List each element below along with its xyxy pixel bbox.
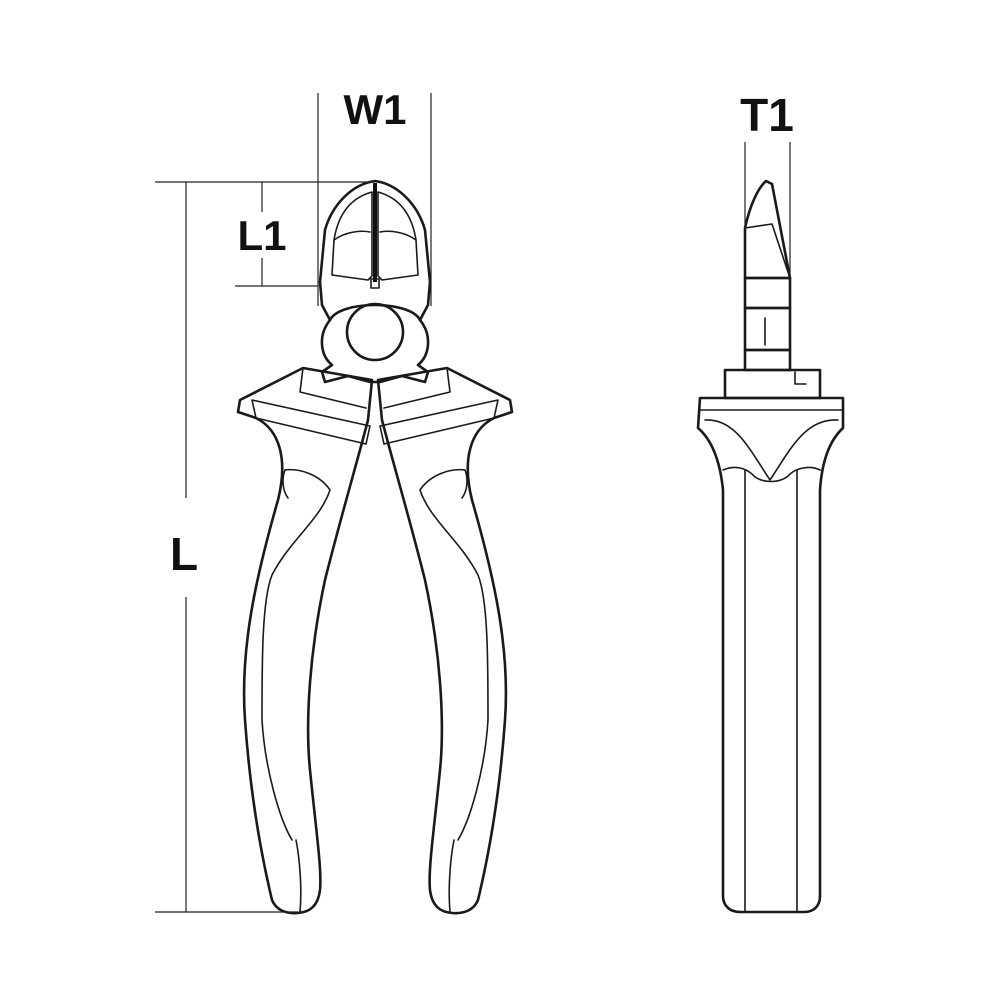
w1-label: W1: [344, 86, 407, 133]
pliers-front-view: [236, 179, 514, 915]
side-guard-inner: [704, 419, 839, 481]
pivot-body: [320, 303, 430, 384]
l-label: L: [170, 528, 198, 580]
jaw-opening-right: [377, 191, 419, 281]
l1-label: L1: [237, 212, 286, 259]
side-grip-curve: [722, 466, 821, 483]
side-neck-3: [743, 348, 792, 372]
pivot-rivet: [345, 302, 405, 362]
right-handle-grip: [419, 468, 489, 841]
left-handle-inner: [295, 839, 302, 913]
edge-tip: [370, 278, 380, 289]
right-handle-collar-top: [383, 367, 451, 409]
left-handle-collar-top: [299, 367, 367, 409]
left-handle-outer: [236, 366, 374, 915]
pliers-side-view: [696, 179, 845, 914]
side-neck-1: [743, 276, 792, 310]
side-guard: [696, 396, 845, 914]
right-handle-outer: [376, 366, 514, 915]
side-blade-bevel: [744, 223, 791, 279]
right-handle-inner: [448, 839, 455, 913]
side-collar-mark: [794, 371, 807, 385]
left-handle-grip: [261, 468, 331, 841]
side-blade: [743, 179, 792, 280]
left-handle-collar: [251, 399, 371, 445]
dimension-lines: [155, 93, 791, 913]
t1-label: T1: [740, 89, 794, 141]
jaw-opening: [331, 191, 373, 281]
jaw-inner-lines: [333, 230, 417, 241]
cutting-head-outline: [318, 179, 432, 322]
right-handle-collar: [379, 399, 499, 445]
side-neck-2: [743, 306, 792, 352]
